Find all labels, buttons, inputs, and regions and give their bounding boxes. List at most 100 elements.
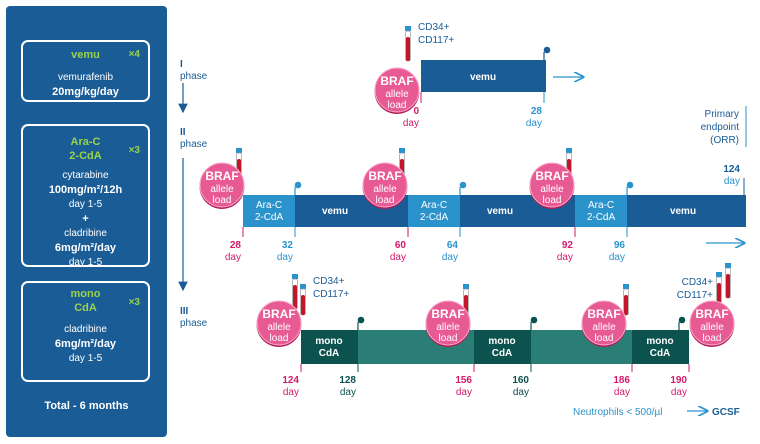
phase-2-numeral: II — [180, 127, 186, 138]
phase2-day-1-word: day — [277, 252, 293, 263]
phase2-braf-0-title: BRAF — [205, 169, 238, 183]
card-arac-line-0: cytarabine — [62, 170, 109, 181]
phase1-braf-title: BRAF — [380, 74, 413, 88]
phase-1-label: I phase — [180, 59, 207, 83]
phase2-day-2-word: day — [390, 252, 406, 263]
phase3-tube-1-cap — [463, 284, 469, 289]
phase1-vemu-label: vemu — [470, 72, 496, 83]
card-arac-line-3: + — [82, 213, 89, 225]
phase-3-word: phase — [180, 318, 208, 329]
card-arac-line-6: day 1-5 — [68, 257, 103, 268]
phase3-curl-0-knob — [357, 316, 365, 324]
phase-2-word: phase — [180, 139, 208, 150]
phase2-day-3-num: 64 — [447, 240, 459, 251]
phase3-tube-0-blood — [293, 285, 297, 309]
phase3-mono-label-1-line-0: mono — [488, 336, 515, 347]
phase1-braf-load: load — [388, 100, 407, 111]
phase2-day-4-word: day — [557, 252, 573, 263]
phase3-mono-label-0-line-0: mono — [315, 336, 342, 347]
card-vemu-multiplier: ×4 — [128, 49, 140, 60]
phase1-tube-blood — [406, 37, 410, 61]
primary-endpoint-line-2: (ORR) — [710, 135, 739, 146]
phase2-braf-0-rim — [199, 162, 245, 208]
phase3-braf-1-load: load — [439, 333, 458, 344]
phase2-vemu-label-2: vemu — [670, 206, 696, 217]
phase1-tube-cap — [405, 26, 411, 31]
phase1-curl-knob — [543, 46, 551, 54]
phase2-day-5-num: 96 — [614, 240, 626, 251]
phase-1-numeral: I — [180, 59, 183, 70]
phase2-day-124-num: 124 — [723, 164, 740, 175]
phase2-arac-label-1-line-0: Ara-C — [421, 200, 447, 211]
phase3-mono-label-0-line-1: CdA — [319, 348, 340, 359]
phase2-day-5-word: day — [609, 252, 625, 263]
phase3-braf-1-title: BRAF — [431, 307, 464, 321]
phase1-day-28-num: 28 — [531, 106, 543, 117]
phase3-mono-label-2-line-1: CdA — [650, 348, 671, 359]
total-duration: Total - 6 months — [44, 400, 129, 412]
card-arac-line-4: cladribine — [64, 228, 107, 239]
phase2-day-2-num: 60 — [395, 240, 407, 251]
phase3-braf-0-load: load — [270, 333, 289, 344]
phase2-day-0-word: day — [225, 252, 241, 263]
phase2-arac-label-1-line-1: 2-CdA — [420, 212, 449, 223]
phase2-day-3-word: day — [442, 252, 458, 263]
phase2-arac-seg-2 — [575, 195, 627, 227]
regimen-panel — [6, 6, 167, 437]
phase3-braf-3-title: BRAF — [695, 307, 728, 321]
phase-1-word: phase — [180, 71, 208, 82]
phase2-day-0-num: 28 — [230, 240, 242, 251]
phase3-mono-label-2-line-0: mono — [646, 336, 673, 347]
phase2-braf-2-rim — [529, 162, 575, 208]
phase3-braf-3-rim — [689, 300, 735, 346]
phase2-braf-2-load: load — [543, 195, 562, 206]
phase3-mono-seg-2 — [632, 330, 689, 364]
phase3-tube-0b-cap — [300, 284, 306, 289]
phase3-braf-2-disc — [582, 301, 626, 345]
phase3-day-0-word: day — [283, 387, 299, 398]
card-arac-name-2: 2-CdA — [69, 150, 102, 162]
phase-3-numeral: III — [180, 306, 189, 317]
phase3-braf-3-allele: allele — [700, 322, 724, 333]
phase2-curl-0-knob — [294, 181, 302, 189]
card-vemu-name: vemu — [71, 49, 100, 61]
phase3-tube-0b-blood — [301, 295, 305, 315]
phase2-arac-seg-1 — [408, 195, 460, 227]
phase3-tube-3b-blood — [717, 283, 721, 303]
phase3-tube-3-cap — [725, 263, 731, 268]
phase3-day-5-word: day — [671, 387, 687, 398]
phase3-day-4-num: 186 — [613, 375, 630, 386]
phase2-tube-0-cap — [236, 148, 242, 153]
card-mono-name-2: CdA — [74, 302, 97, 314]
phase3-braf-0-allele: allele — [267, 322, 291, 333]
phase3-cd117-a: CD117+ — [313, 289, 349, 300]
phase3-braf-2-rim — [581, 300, 627, 346]
phase1-cd34: CD34+ — [418, 22, 450, 33]
phase1-day-28-word: day — [526, 118, 542, 129]
card-arac-line-2: day 1-5 — [68, 199, 103, 210]
phase2-braf-2-disc — [530, 163, 574, 207]
primary-endpoint-line-1: endpoint — [701, 122, 740, 133]
phase3-tube-0-cap — [292, 274, 298, 279]
phase3-curl-2-knob — [678, 316, 686, 324]
phase3-braf-0-rim — [256, 300, 302, 346]
phase2-braf-1-load: load — [376, 195, 395, 206]
phase3-day-2-num: 156 — [455, 375, 472, 386]
phase3-day-1-word: day — [340, 387, 356, 398]
card-arac-cda: Ara-C 2-CdA ×3 cytarabine 100mg/m²/12h d… — [21, 124, 150, 268]
card-mono-line-0: cladribine — [64, 324, 107, 335]
phase2-arac-label-0-line-1: 2-CdA — [255, 212, 284, 223]
phase3-mono-seg-0 — [301, 330, 358, 364]
phase3-day-5-num: 190 — [670, 375, 687, 386]
phase-3-label: III phase — [180, 306, 207, 330]
phase1-cd117: CD117+ — [418, 35, 454, 46]
phase3-cd117-b: CD117+ — [677, 290, 713, 301]
phase2-day-124-word: day — [724, 176, 740, 187]
phase1-braf-disc — [375, 68, 419, 112]
phase1-day-0-num: 0 — [413, 106, 419, 117]
phase2-day-1-num: 32 — [282, 240, 294, 251]
phase1-braf-rim — [374, 67, 420, 113]
phase2-braf-2-title: BRAF — [535, 169, 568, 183]
phase3-cd34-a: CD34+ — [313, 276, 345, 287]
